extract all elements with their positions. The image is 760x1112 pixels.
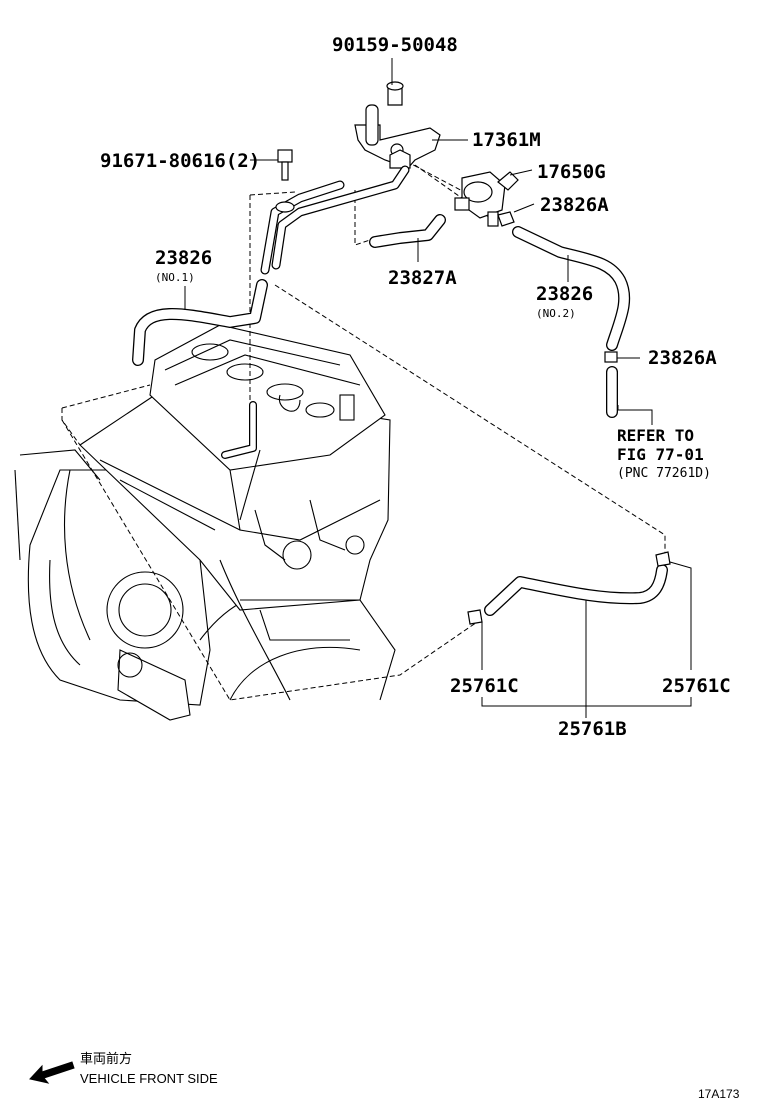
- label-23827a: 23827A: [388, 267, 457, 289]
- bolt-91671: [277, 149, 293, 181]
- ref-line-1: REFER TO: [617, 426, 694, 445]
- label-17361m: 17361M: [472, 129, 541, 151]
- label-23826a-top: 23826A: [540, 194, 609, 216]
- label-no1: (NO.1): [155, 271, 195, 284]
- label-23826-no2: 23826: [536, 283, 593, 305]
- orientation-english: VEHICLE FRONT SIDE: [80, 1071, 218, 1086]
- label-23826-no1: 23826: [155, 247, 212, 269]
- label-25761c-left: 25761C: [450, 675, 519, 697]
- label-25761c-right: 25761C: [662, 675, 731, 697]
- label-17650g: 17650G: [537, 161, 606, 183]
- hose-23826-no2: [512, 226, 631, 351]
- engine-pipe: [221, 401, 257, 459]
- label-23826a-right: 23826A: [648, 347, 717, 369]
- ref-line-2: FIG 77-01: [617, 445, 704, 464]
- label-no2: (NO.2): [536, 307, 576, 320]
- ref-line-3: (PNC 77261D): [617, 466, 711, 481]
- clamp-23826a-top: [497, 211, 515, 227]
- clamp-25761c-left: [467, 609, 483, 625]
- figure-code: 17A173: [698, 1087, 740, 1101]
- engine-block: [14, 324, 396, 721]
- leader-lines: [184, 58, 692, 718]
- label-91671-80616: 91671-80616(2): [100, 150, 260, 172]
- clamp-23826a-right: [604, 351, 618, 363]
- clamp-25761c-right: [655, 551, 671, 567]
- arrow-left-down-icon: [29, 1061, 75, 1084]
- orientation-japanese: 車両前方: [80, 1051, 132, 1066]
- label-25761b: 25761B: [558, 718, 627, 740]
- label-90159-50048: 90159-50048: [332, 34, 458, 56]
- metal-pipes: [260, 165, 410, 275]
- hose-23827a: [369, 214, 446, 248]
- vsv-17650g: [454, 171, 519, 227]
- bracket-17361m: [354, 81, 441, 169]
- hose-23826-no1: [132, 279, 268, 366]
- hose-25761b: [484, 564, 668, 616]
- orientation-indicator: 車両前方 VEHICLE FRONT SIDE: [29, 1051, 218, 1086]
